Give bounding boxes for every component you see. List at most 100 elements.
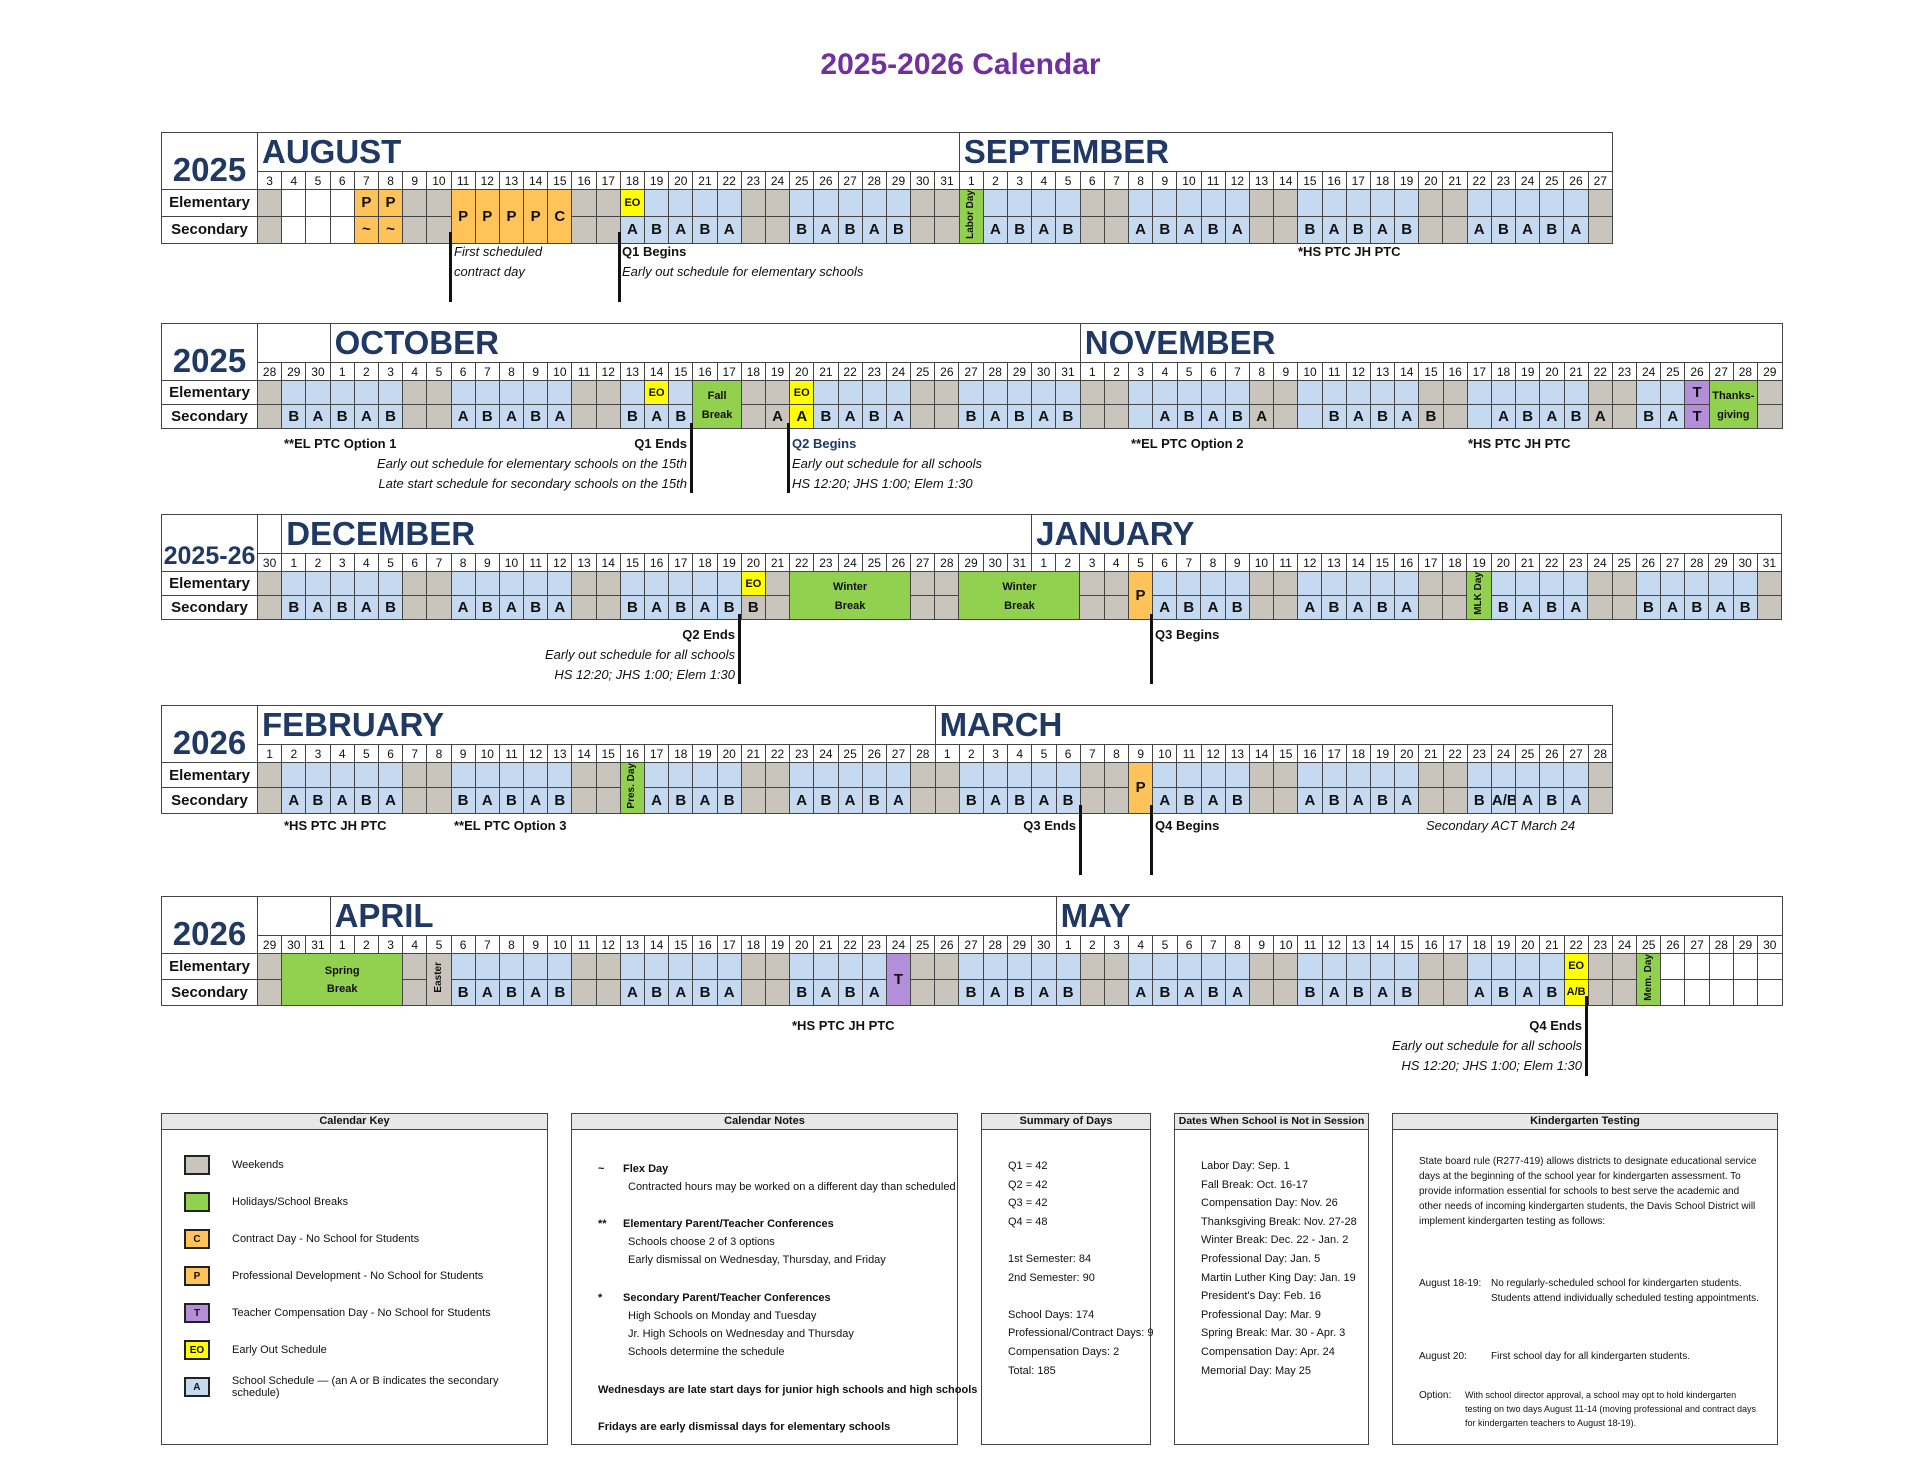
day-cell: B (789, 978, 815, 1006)
day-cell (523, 761, 549, 789)
day-cell (1007, 761, 1033, 789)
day-number: 29 (281, 362, 307, 381)
aug-20-label: August 20: (1419, 1351, 1467, 1362)
schedule-letter: B (1183, 791, 1195, 809)
month-name-december: DECEMBER (281, 514, 1033, 554)
day-cell (1587, 787, 1613, 814)
schedule-letter: B (965, 983, 977, 1001)
day-cell-text: B (1377, 408, 1389, 425)
day-cell-text: A (1667, 408, 1679, 425)
day-number: 9 (1152, 171, 1178, 190)
pd-day-text: P (506, 207, 517, 225)
day-number: 20 (1515, 935, 1541, 954)
day-number: 10 (1176, 171, 1202, 190)
day-cell (1103, 595, 1129, 620)
day-number: 17 (716, 362, 742, 381)
day-number: 6 (402, 553, 428, 572)
day-cell (1369, 571, 1395, 596)
day-cell-text: A (312, 408, 324, 425)
day-cell: A (1514, 215, 1541, 244)
day-cell: A (644, 404, 670, 429)
day-cell (1055, 761, 1081, 789)
day-number: 28 (982, 362, 1008, 381)
day-cell (1370, 953, 1396, 980)
day-cell (1249, 953, 1275, 980)
schedule-letter: B (288, 599, 300, 616)
day-cell (1321, 953, 1347, 980)
day-number: 7 (353, 171, 379, 190)
day-cell-text: B (796, 221, 808, 239)
day-number: 16 (1442, 362, 1468, 381)
day-cell (595, 787, 621, 814)
key-item: Holidays/School Breaks (184, 1192, 348, 1212)
day-cell (692, 761, 718, 789)
day-number: 14 (1345, 553, 1371, 572)
day-cell (256, 380, 283, 405)
day-number: 9 (402, 171, 428, 190)
note-q2-begins: Q2 Begins (792, 436, 857, 451)
day-cell (256, 571, 283, 596)
day-number: 21 (1563, 362, 1589, 381)
row-label-secondary: Secondary (161, 215, 258, 244)
day-cell: A (353, 404, 379, 429)
day-cell (982, 189, 1009, 217)
day-cell (1297, 953, 1323, 980)
day-cell-text: B (1401, 221, 1413, 239)
schedule-letter: B (1691, 599, 1703, 616)
summary-line: Q4 = 48 (1008, 1215, 1048, 1228)
day-number: 15 (668, 935, 694, 954)
day-number: 23 (1587, 935, 1613, 954)
day-number: 23 (740, 171, 766, 190)
day-cell: A (1345, 787, 1371, 814)
day-number: 16 (643, 553, 670, 572)
schedule-letter: B (506, 983, 517, 1001)
day-number: 11 (1321, 362, 1347, 381)
day-cell: A (1515, 787, 1541, 814)
day-cell (1249, 978, 1275, 1006)
day-cell (1079, 978, 1105, 1006)
not-in-session-line: Memorial Day: May 25 (1201, 1364, 1312, 1377)
day-cell (716, 571, 742, 596)
day-cell (256, 189, 283, 217)
day-number: 27 (1587, 171, 1614, 190)
day-cell: B (716, 787, 742, 814)
day-cell (1128, 404, 1154, 429)
day-number: 21 (813, 362, 839, 381)
day-number: 9 (1224, 553, 1250, 572)
day-cell (740, 978, 766, 1006)
day-cell: B (1055, 978, 1081, 1006)
day-number: 2 (305, 553, 331, 572)
key-swatch: EO (184, 1340, 210, 1360)
day-number: 27 (1659, 553, 1686, 572)
day-cell (861, 761, 887, 789)
day-cell: B (644, 978, 670, 1006)
day-cell: A (1031, 404, 1057, 429)
day-number: 30 (1757, 935, 1783, 954)
day-cell (474, 571, 500, 596)
day-cell: B (958, 978, 984, 1006)
day-number: 19 (643, 171, 670, 190)
day-cell (1345, 953, 1372, 980)
day-number: 5 (1055, 171, 1081, 190)
day-code: P (1135, 779, 1146, 797)
day-cell-text: A (820, 221, 832, 239)
sec-title: Secondary Parent/Teacher Conferences (623, 1292, 831, 1304)
day-cell: A (716, 215, 742, 244)
day-number: 16 (1321, 171, 1347, 190)
day-number: 9 (1273, 362, 1299, 381)
day-number: 8 (1103, 744, 1130, 763)
schedule-letter: EO (1568, 960, 1585, 973)
day-cell: B (668, 404, 694, 429)
sec-line-3: Schools determine the schedule (628, 1346, 785, 1358)
day-cell (1442, 189, 1468, 217)
day-number: 28 (1684, 553, 1710, 572)
day-cell: B (1176, 787, 1202, 814)
note-q3-begins: Q3 Begins (1155, 627, 1220, 642)
day-cell (281, 571, 307, 596)
day-cell (1176, 571, 1202, 596)
day-cell (934, 215, 960, 244)
day-number: 7 (1200, 935, 1226, 954)
day-cell (1466, 404, 1492, 429)
day-cell: A (861, 978, 887, 1006)
divider-line (1585, 996, 1588, 1076)
